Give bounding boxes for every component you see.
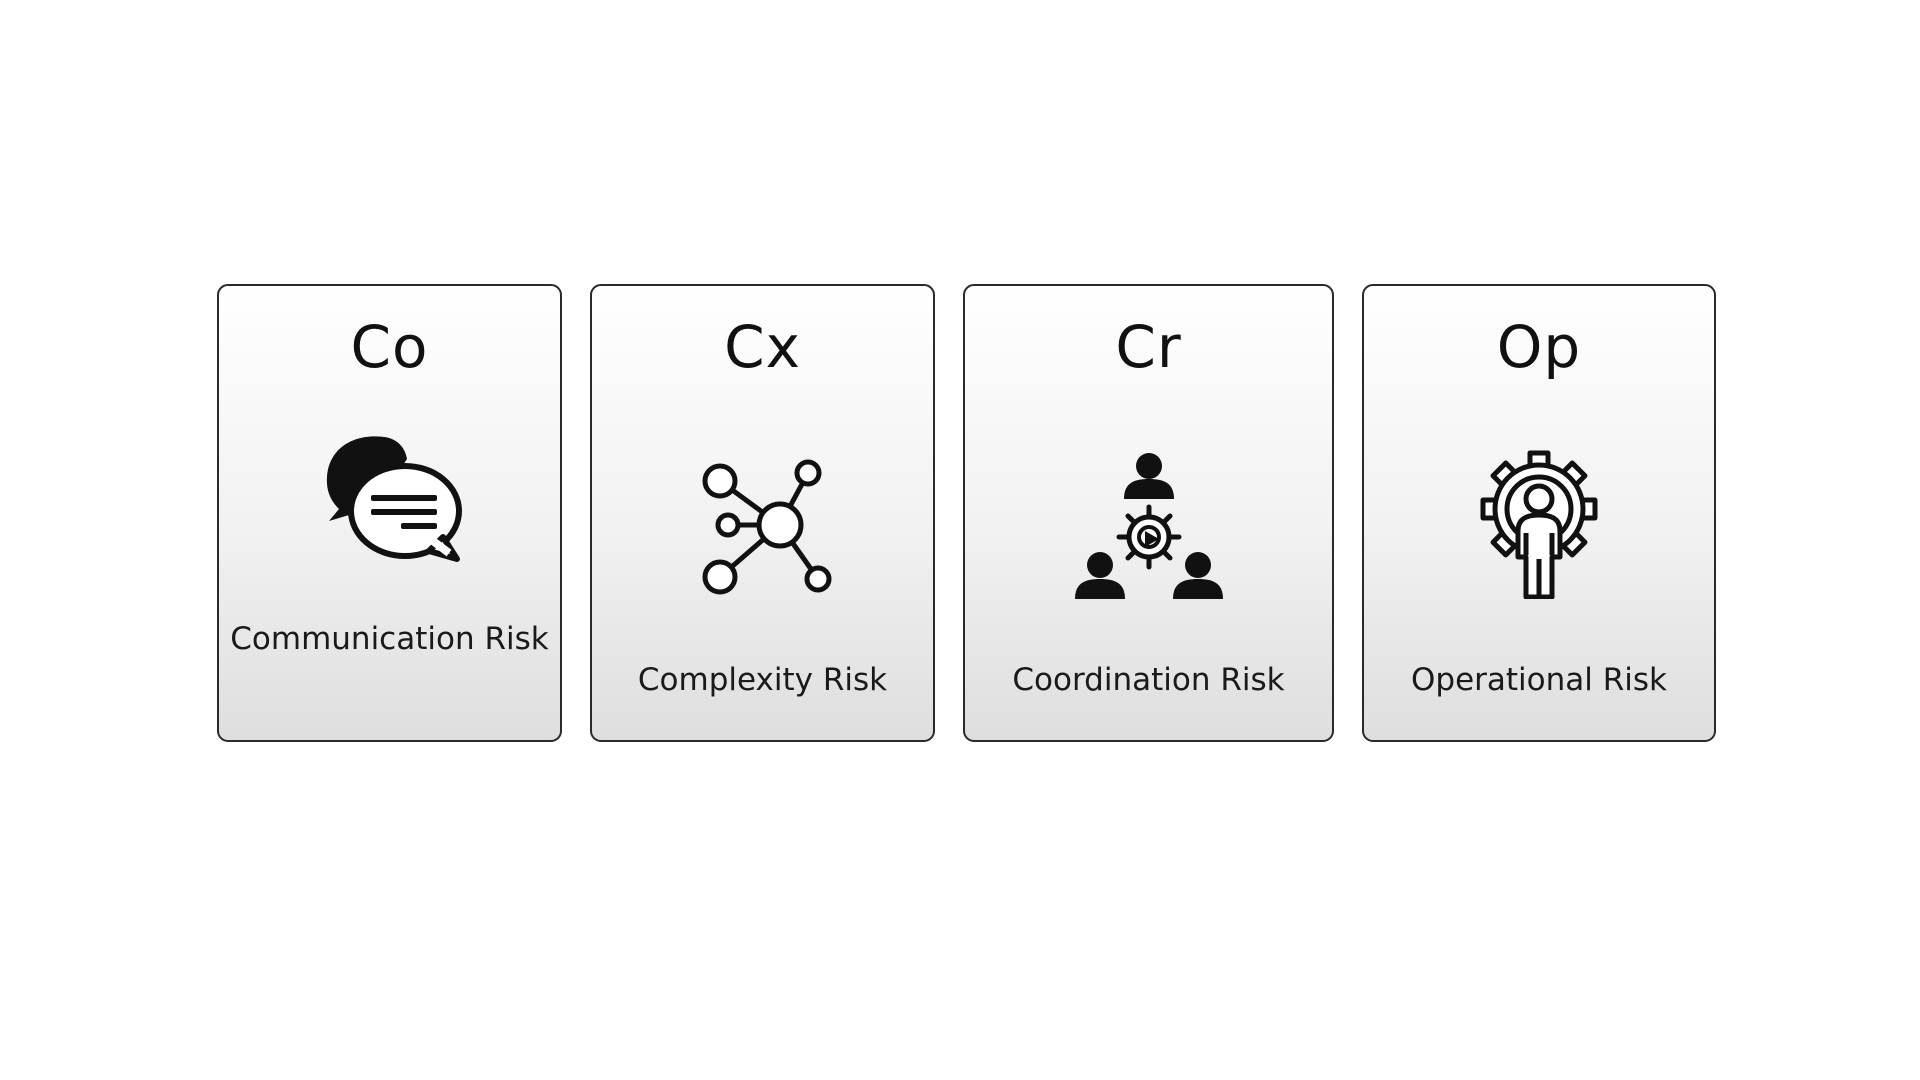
gear-person-icon bbox=[1464, 449, 1614, 599]
card-label: Complexity Risk bbox=[637, 662, 888, 698]
speech-bubbles-icon bbox=[315, 429, 465, 579]
card-communication-risk: Co Communication Risk bbox=[217, 284, 562, 742]
card-abbreviation: Cx bbox=[724, 313, 801, 381]
card-label: Operational Risk bbox=[1411, 662, 1667, 698]
team-coordination-icon bbox=[1074, 449, 1224, 599]
network-nodes-icon bbox=[688, 449, 838, 599]
card-label: Coordination Risk bbox=[1012, 662, 1285, 698]
card-complexity-risk: Cx Complexity Risk bbox=[590, 284, 935, 742]
card-label: Communication Risk bbox=[230, 621, 549, 657]
card-abbreviation: Op bbox=[1496, 313, 1582, 381]
card-coordination-risk: Cr bbox=[963, 284, 1334, 742]
card-abbreviation: Co bbox=[350, 313, 429, 381]
card-operational-risk: Op bbox=[1362, 284, 1716, 742]
card-abbreviation: Cr bbox=[1115, 313, 1182, 381]
